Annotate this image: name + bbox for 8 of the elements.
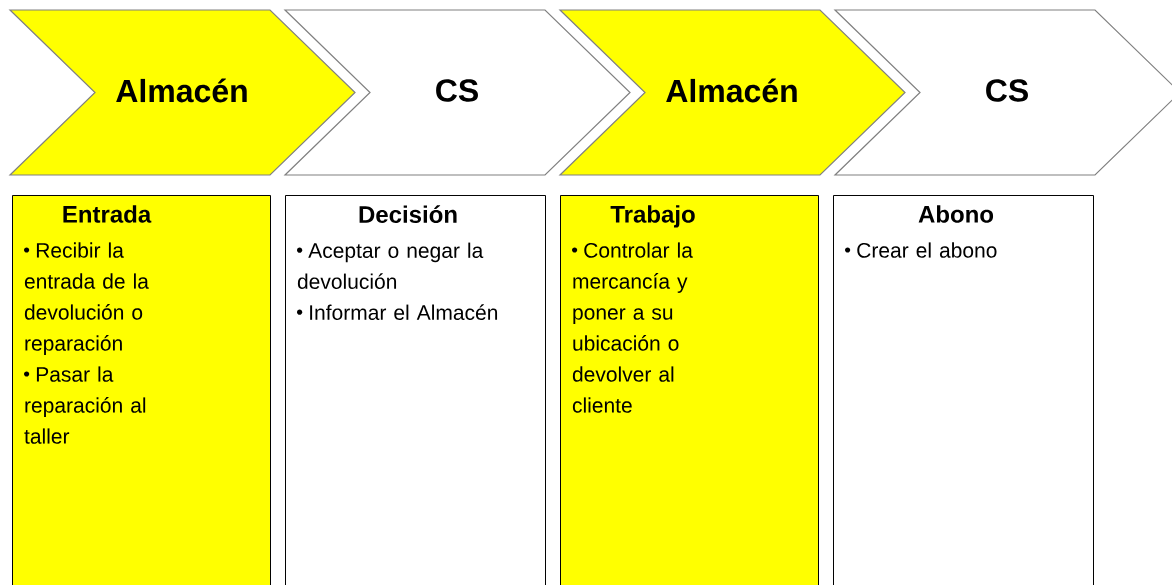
process-band: Almacén xyxy=(558,9,906,176)
process-band: CS xyxy=(283,9,631,176)
step-box: Decisión Aceptar o negar la devolución Informar el Almacén xyxy=(285,195,546,585)
step-box: Trabajo Controlar la mercancía y poner a su ubicación o devolver al cliente xyxy=(560,195,819,585)
process-band: CS xyxy=(833,9,1172,176)
process-band: Almacén xyxy=(8,9,356,176)
step-box: Abono Crear el abono xyxy=(833,195,1094,585)
step-box: Entrada Recibir la entrada de la devolución o reparación Pasar la reparación al taller xyxy=(12,195,271,585)
